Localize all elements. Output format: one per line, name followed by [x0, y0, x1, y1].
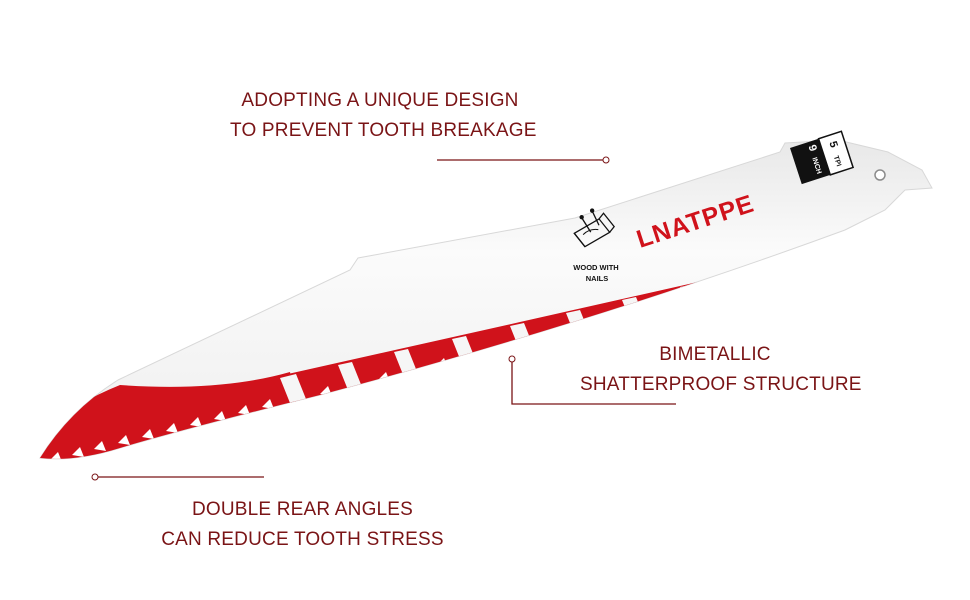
wood-with-nails-icon — [573, 208, 615, 248]
size-value: 9 — [805, 143, 818, 153]
saw-blade: 9 INCH 5 TPI LNATPPE WOOD WITH NAILS — [39, 130, 933, 460]
tpi-unit: TPI — [832, 155, 842, 168]
callout-bottom-line1: DOUBLE REAR ANGLES — [191, 499, 414, 520]
callout-top-text: ADOPTING A UNIQUE DESIGN TO PREVENT TOOT… — [230, 86, 537, 146]
shank-hole — [874, 169, 886, 181]
callout-right-line1: BIMETALLIC — [659, 344, 771, 365]
size-unit: INCH — [810, 157, 822, 175]
material-label-line1: WOOD WITH — [573, 263, 618, 272]
callout-right-line2: SHATTERPROOF STRUCTURE — [580, 374, 862, 395]
callout-bottom-line2: CAN REDUCE TOOTH STRESS — [161, 529, 444, 550]
callout-top-line1: ADOPTING A UNIQUE DESIGN — [241, 90, 519, 111]
callout-bottom-leader — [91, 473, 264, 481]
callout-right-text: BIMETALLIC SHATTERPROOF STRUCTURE — [580, 340, 862, 400]
callout-bottom-text: DOUBLE REAR ANGLES CAN REDUCE TOOTH STRE… — [160, 495, 445, 555]
tpi-value: 5 — [826, 140, 839, 150]
callout-top-line2: TO PREVENT TOOTH BREAKAGE — [230, 120, 537, 141]
material-label-line2: NAILS — [586, 274, 609, 283]
callout-right-leader — [508, 355, 676, 405]
callout-top-leader — [437, 156, 610, 164]
size-badge: 9 INCH 5 TPI — [790, 130, 855, 185]
